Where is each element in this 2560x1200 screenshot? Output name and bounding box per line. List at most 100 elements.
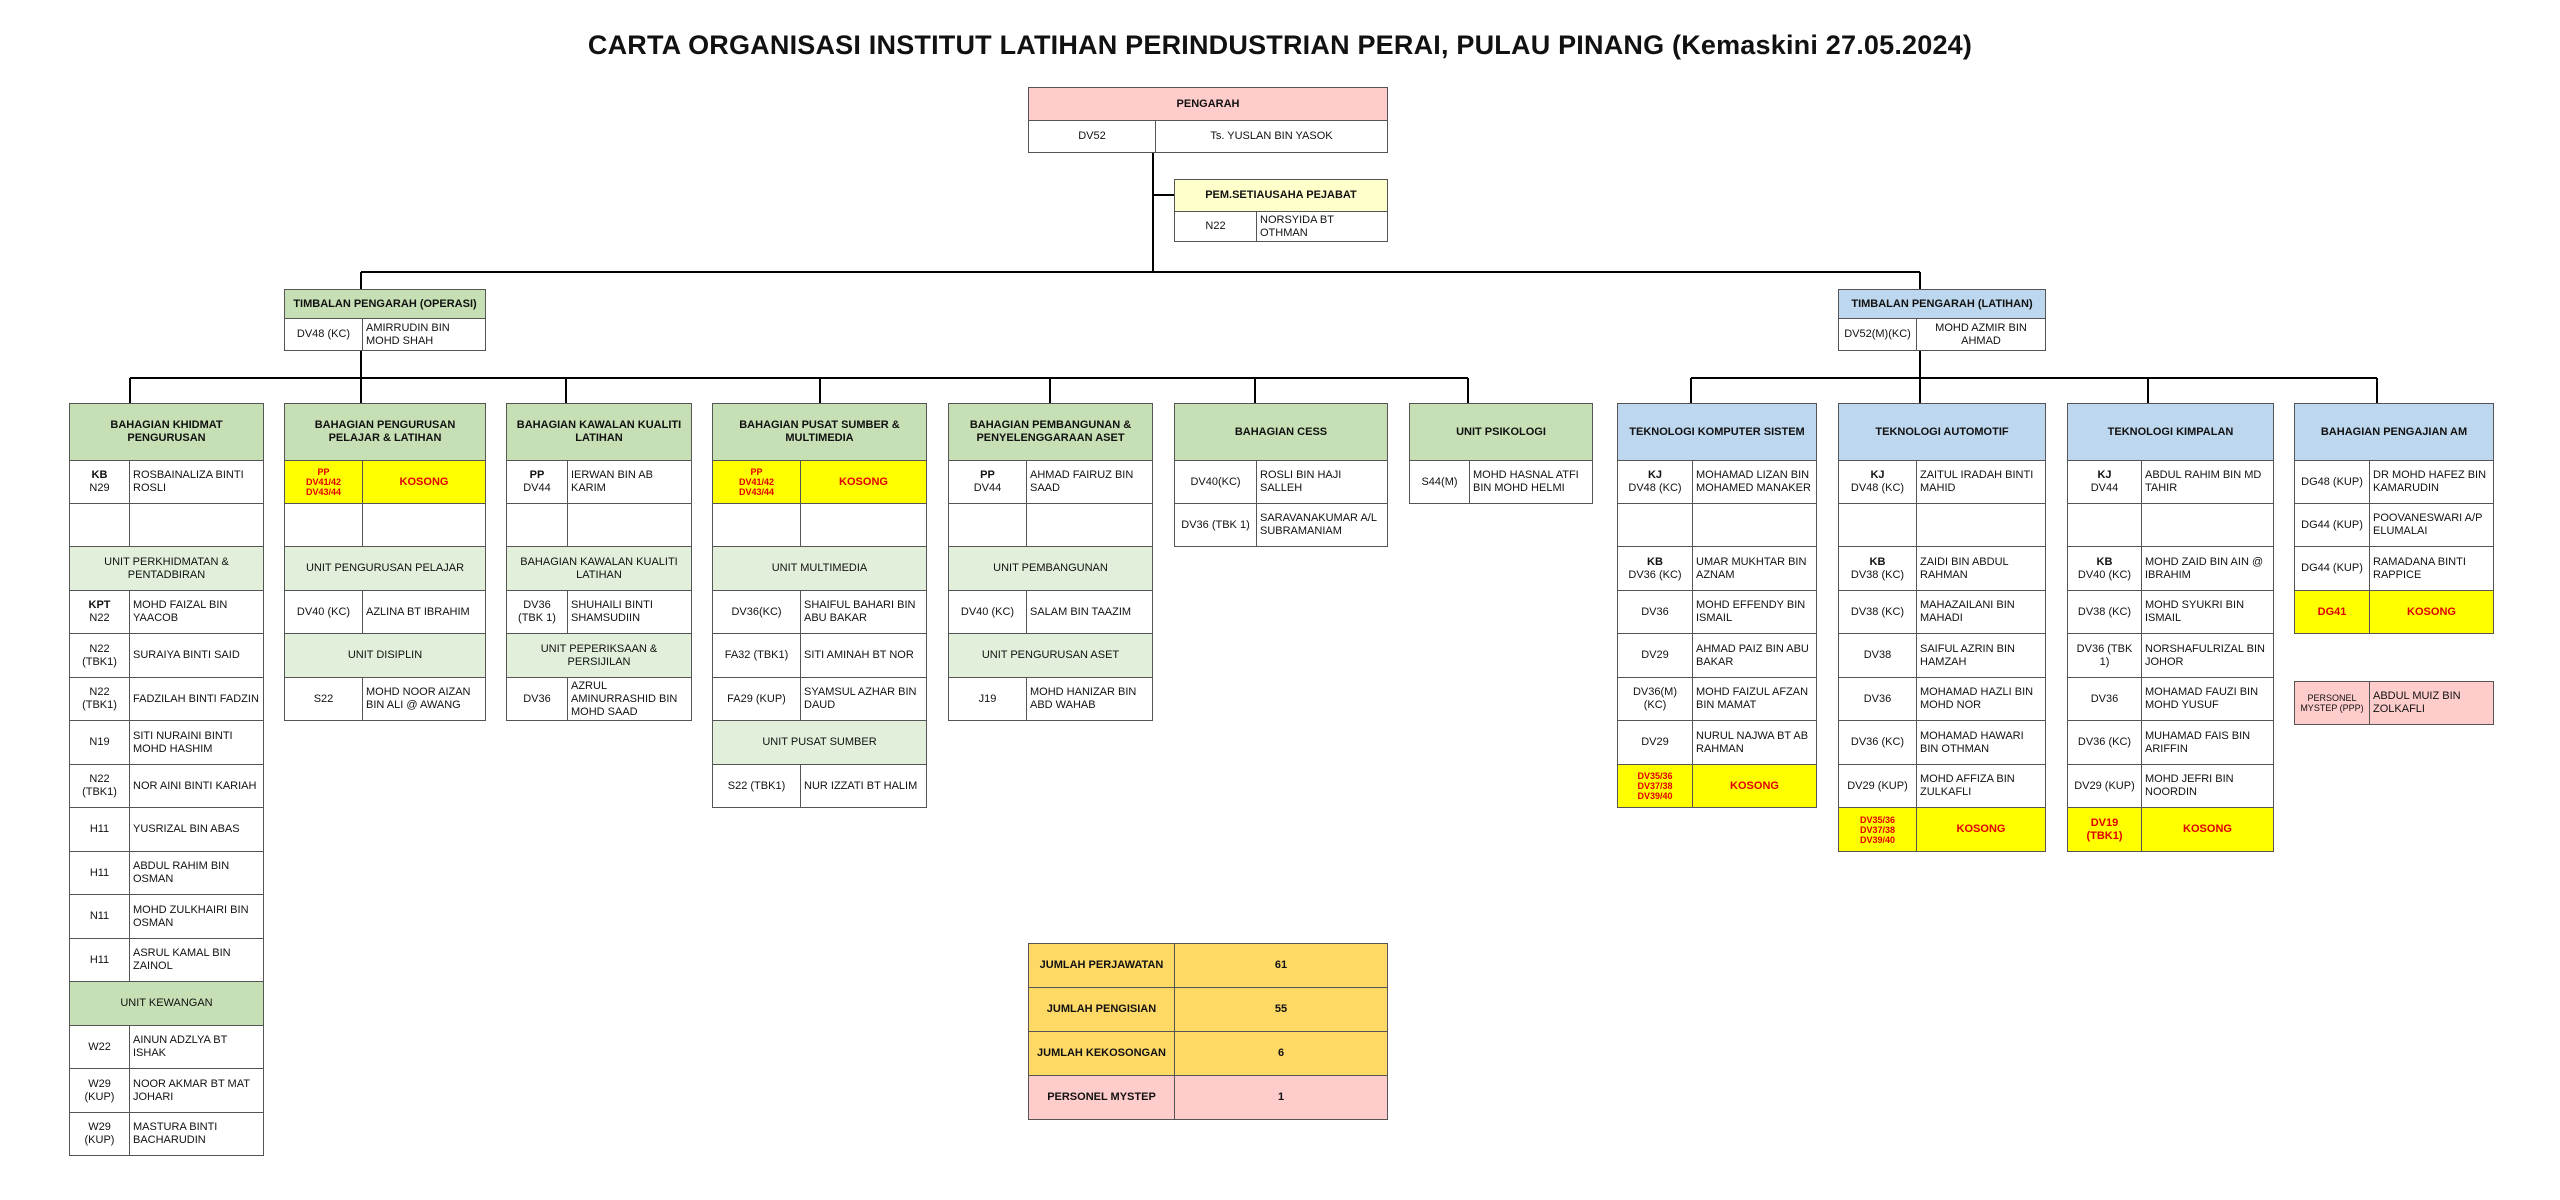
khidmat-title: BAHAGIAN KHIDMAT PENGURUSAN xyxy=(69,403,264,461)
staff-name: AINUN ADZLYA BT ISHAK xyxy=(129,1025,264,1069)
kimpalan-title: TEKNOLOGI KIMPALAN xyxy=(2067,403,2274,461)
automotif-vacant-label: KOSONG xyxy=(1916,807,2046,852)
table-row: DV29 (KUP)MOHD AFFIZA BIN ZULKAFLI xyxy=(1838,764,2046,808)
setiausaha-name: NORSYIDA BT OTHMAN xyxy=(1256,211,1388,242)
sumber-head-grade1: DV41/42 xyxy=(738,477,775,487)
staff-name: MOHAMAD HAZLI BIN MOHD NOR xyxy=(1916,677,2046,721)
staff-name: DR MOHD HAFEZ BIN KAMARUDIN xyxy=(2369,460,2494,504)
cess-column: BAHAGIAN CESS DV40(KC)ROSLI BIN HAJI SAL… xyxy=(1174,403,1388,547)
staff-name: AHMAD PAIZ BIN ABU BAKAR xyxy=(1692,633,1817,678)
staff-grade: N19 xyxy=(69,720,130,765)
komputer-vacant-g2: DV37/38 xyxy=(1637,781,1673,791)
staff-name: NOR AINI BINTI KARIAH xyxy=(129,764,264,808)
staff-grade: DV36 (TBK 1) xyxy=(2067,633,2142,678)
komputer-vacant-g1: DV35/36 xyxy=(1637,771,1673,781)
staff-grade: DV36 (TBK 1) xyxy=(1174,503,1257,547)
staff-grade: DV36 (KC) xyxy=(1838,720,1917,765)
sumber-title: BAHAGIAN PUSAT SUMBER & MULTIMEDIA xyxy=(712,403,927,461)
komputer-kb-name: UMAR MUKHTAR BIN AZNAM xyxy=(1692,546,1817,591)
automotif-head-name: ZAITUL IRADAH BINTI MAHID xyxy=(1916,460,2046,504)
pelajar-title: BAHAGIAN PENGURUSAN PELAJAR & LATIHAN xyxy=(284,403,486,461)
khidmat-kpt-grade: N22 xyxy=(89,612,110,624)
staff-grade: W29 (KUP) xyxy=(69,1068,130,1113)
summary-label: JUMLAH PENGISIAN xyxy=(1028,987,1175,1032)
komputer-title: TEKNOLOGI KOMPUTER SISTEM xyxy=(1617,403,1817,461)
staff-grade: DV38 xyxy=(1838,633,1917,678)
khidmat-head-role: KB xyxy=(91,469,108,481)
staff-name: MOHD SYUKRI BIN ISMAIL xyxy=(2141,590,2274,634)
staff-grade: H11 xyxy=(69,807,130,852)
automotif-vacant-g1: DV35/36 xyxy=(1859,814,1896,825)
khidmat-kpt-role: KPT xyxy=(88,599,111,611)
staff-grade: DV36 xyxy=(1838,677,1917,721)
staff-name: MOHAMAD FAUZI BIN MOHD YUSUF xyxy=(2141,677,2274,721)
table-row: DV36 (TBK 1)NORSHAFULRIZAL BIN JOHOR xyxy=(2067,633,2274,678)
staff-grade: DV29 (KUP) xyxy=(1838,764,1917,808)
table-row: FA32 (TBK1)SITI AMINAH BT NOR xyxy=(712,633,927,678)
table-row: DG44 (KUP)POOVANESWARI A/P ELUMALAI xyxy=(2294,503,2494,547)
pembangunan-head-role: PP xyxy=(980,469,995,481)
kimpalan-head-grade: DV44 xyxy=(2090,482,2119,494)
pembangunan-title: BAHAGIAN PEMBANGUNAN & PENYELENGGARAAN A… xyxy=(948,403,1153,461)
kualiti-title: BAHAGIAN KAWALAN KUALITI LATIHAN xyxy=(506,403,692,461)
kimpalan-vacant-label: KOSONG xyxy=(2141,807,2274,852)
kualiti-s2-grade: DV36 xyxy=(506,677,568,721)
setiausaha-title: PEM.SETIAUSAHA PEJABAT xyxy=(1174,179,1388,212)
pengajian-vacant-grade: DG41 xyxy=(2294,590,2370,634)
table-row: DV36 (TBK 1)SARAVANAKUMAR A/L SUBRAMANIA… xyxy=(1174,503,1388,547)
sumber-head-grade2: DV43/44 xyxy=(738,487,775,497)
mystep-label: PERSONEL MYSTEP (PPP) xyxy=(2294,681,2370,725)
komputer-head-role: KJ xyxy=(1647,469,1663,481)
tp-latihan-name: MOHD AZMIR BIN AHMAD xyxy=(1916,318,2046,351)
table-row: W29 (KUP)NOOR AKMAR BT MAT JOHARI xyxy=(69,1068,264,1113)
kualiti-s1-name: SHUHAILI BINTI SHAMSUDIIN xyxy=(567,590,692,634)
staff-grade: DV36 (KC) xyxy=(2067,720,2142,765)
staff-grade: DV36(KC) xyxy=(712,590,801,634)
pengajian-title: BAHAGIAN PENGAJIAN AM xyxy=(2294,403,2494,461)
staff-name: SYAMSUL AZHAR BIN DAUD xyxy=(800,677,927,721)
khidmat-head-name: ROSBAINALIZA BINTI ROSLI xyxy=(129,460,264,504)
khidmat-kpt-name: MOHD FAIZAL BIN YAACOB xyxy=(129,590,264,634)
summary-value: 61 xyxy=(1174,943,1388,988)
staff-grade: DV29 (KUP) xyxy=(2067,764,2142,808)
pengarah-grade: DV52 xyxy=(1028,120,1156,153)
kimpalan-head-name: ABDUL RAHIM BIN MD TAHIR xyxy=(2141,460,2274,504)
sumber-s2-name: NUR IZZATI BT HALIM xyxy=(800,764,927,808)
staff-name: FADZILAH BINTI FADZIN xyxy=(129,677,264,721)
staff-grade: H11 xyxy=(69,938,130,982)
staff-name: MOHD FAIZUL AFZAN BIN MAMAT xyxy=(1692,677,1817,721)
pembangunan-head-grade: DV44 xyxy=(973,482,1002,494)
table-row: FA29 (KUP)SYAMSUL AZHAR BIN DAUD xyxy=(712,677,927,721)
table-row: DV38 (KC)MOHD SYUKRI BIN ISMAIL xyxy=(2067,590,2274,634)
kualiti-unit1-title: BAHAGIAN KAWALAN KUALITI LATIHAN xyxy=(506,546,692,591)
pengajian-vacant-label: KOSONG xyxy=(2369,590,2494,634)
automotif-head-grade: DV48 (KC) xyxy=(1850,482,1905,494)
staff-name: POOVANESWARI A/P ELUMALAI xyxy=(2369,503,2494,547)
khidmat-unit2-title: UNIT KEWANGAN xyxy=(69,981,264,1026)
staff-name: MAHAZAILANI BIN MAHADI xyxy=(1916,590,2046,634)
summary-label: JUMLAH KEKOSONGAN xyxy=(1028,1031,1175,1076)
pelajar-s2-name: MOHD NOOR AIZAN BIN ALI @ AWANG xyxy=(362,677,486,721)
staff-name: MASTURA BINTI BACHARUDIN xyxy=(129,1112,264,1156)
automotif-head-role: KJ xyxy=(1870,469,1885,481)
tp-operasi-box: TIMBALAN PENGARAH (OPERASI) DV48 (KC)AMI… xyxy=(284,289,486,351)
pembangunan-s2-name: MOHD HANIZAR BIN ABD WAHAB xyxy=(1026,677,1153,721)
kualiti-head-role: PP xyxy=(529,469,545,481)
automotif-vacant-g3: DV39/40 xyxy=(1859,834,1896,845)
tp-latihan-title: TIMBALAN PENGARAH (LATIHAN) xyxy=(1838,289,2046,319)
khidmat-unit1-title: UNIT PERKHIDMATAN & PENTADBIRAN xyxy=(69,546,264,591)
staff-grade: FA29 (KUP) xyxy=(712,677,801,721)
kimpalan-kb-grade: DV40 (KC) xyxy=(2077,568,2132,581)
staff-grade: DV29 xyxy=(1617,720,1693,765)
tp-operasi-grade: DV48 (KC) xyxy=(284,318,363,351)
staff-grade: N22 (TBK1) xyxy=(69,677,130,721)
table-row: N22 (TBK1)FADZILAH BINTI FADZIN xyxy=(69,677,264,721)
staff-grade: DG48 (KUP) xyxy=(2294,460,2370,504)
